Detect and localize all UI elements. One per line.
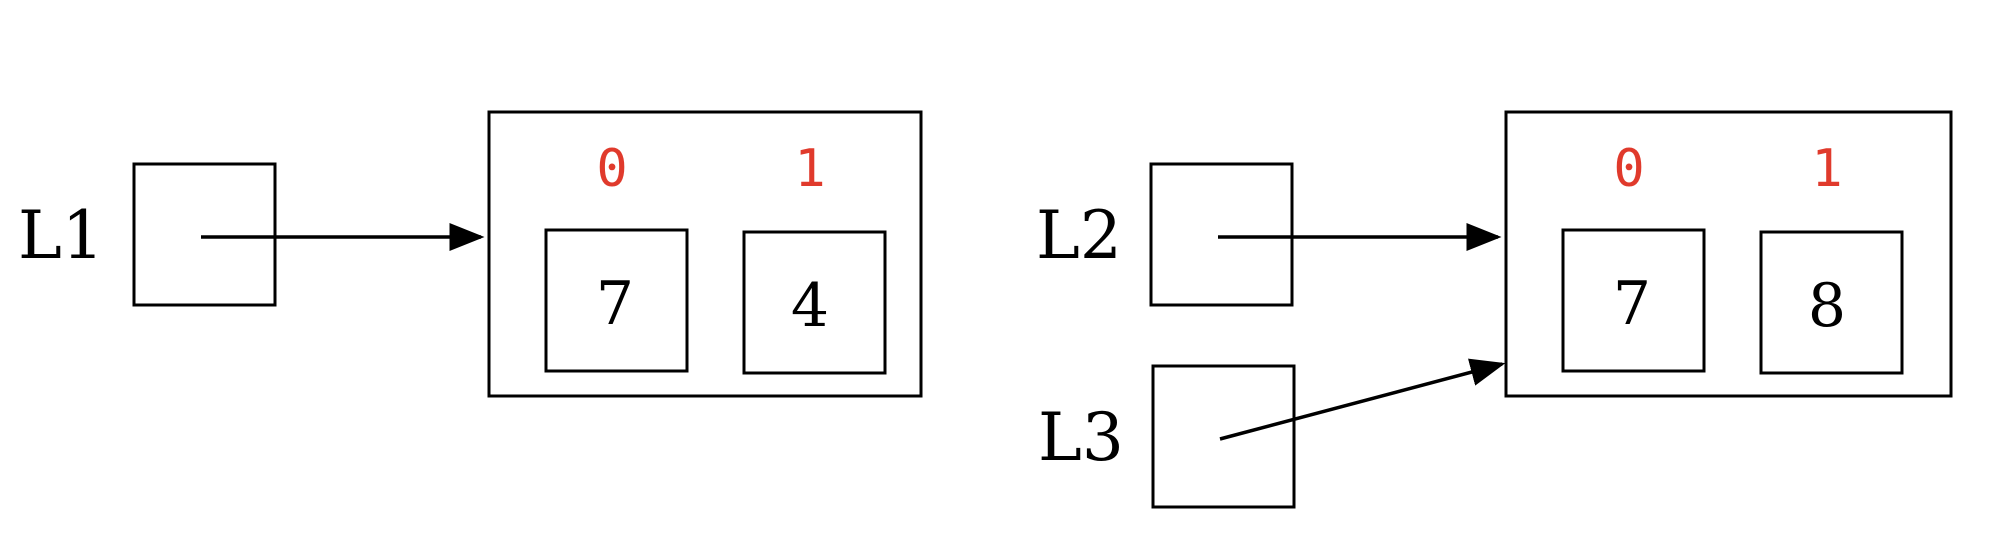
list-a-container (487, 110, 923, 398)
list-b-index-1: 1 (1811, 139, 1842, 199)
list-b-cell-1 (1759, 230, 1904, 375)
list-b-value-1: 8 (1808, 271, 1846, 341)
list-b-index-0: 0 (1613, 139, 1644, 199)
list-a-index-0: 0 (596, 139, 627, 199)
list-b-container (1504, 110, 1953, 398)
variable-l2-box (1149, 162, 1294, 307)
list-a-cell-0 (544, 228, 689, 373)
list-a-value-1: 4 (791, 271, 829, 341)
variable-l3-box (1151, 364, 1296, 509)
list-b: 0 1 7 8 (1504, 110, 1953, 398)
list-b-cell-0 (1561, 228, 1706, 373)
list-a: 0 1 7 4 (487, 110, 923, 398)
list-a-index-1: 1 (794, 139, 825, 199)
variable-l2: L2 (1036, 162, 1294, 307)
list-a-cell-1 (742, 230, 887, 375)
variable-l1-box (132, 162, 277, 307)
variable-l2-label: L2 (1036, 197, 1122, 274)
list-a-value-0: 7 (596, 269, 634, 339)
variable-l3: L3 (1038, 364, 1296, 509)
arrow-l3-to-list-b (1219, 358, 1506, 441)
variable-l1: L1 (18, 162, 277, 307)
variable-l1-label: L1 (18, 197, 104, 274)
variable-l3-label: L3 (1038, 399, 1124, 476)
list-b-value-0: 7 (1613, 269, 1651, 339)
